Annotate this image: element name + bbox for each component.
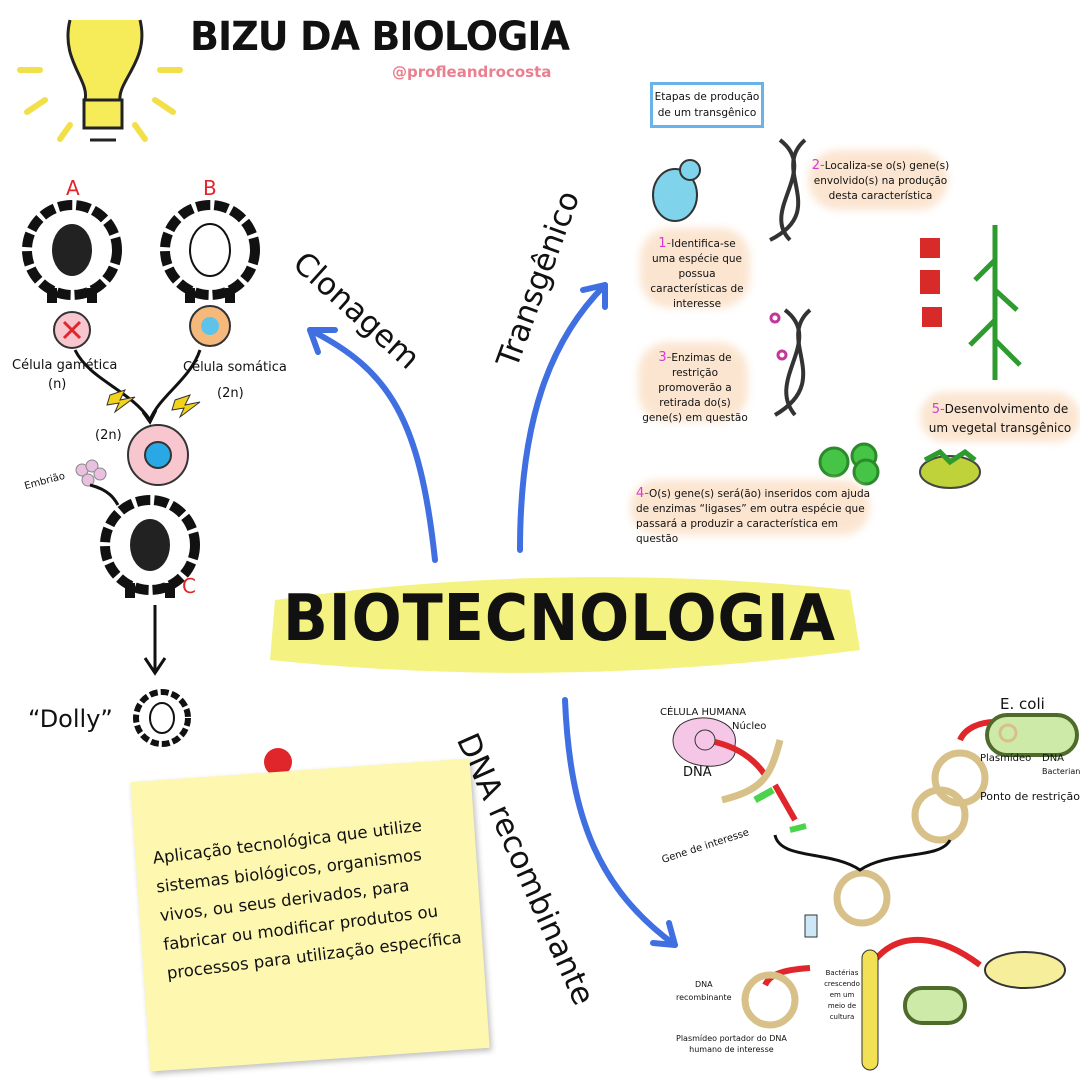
ecoli-zoom [903, 986, 967, 1025]
step-1: 1-Identifica-se uma espécie que possua c… [650, 236, 744, 310]
human-cell [672, 717, 736, 767]
sheep-a [22, 200, 122, 303]
petri-plant-icon [919, 448, 981, 489]
lightbulb-icon [17, 19, 183, 142]
fused-ploidy: (2n) [95, 428, 122, 443]
step-2: 2-Localiza-se o(s) gene(s) envolvido(s) … [811, 158, 950, 202]
ecoli-label: E. coli [1000, 695, 1045, 713]
sheep-b [160, 200, 260, 303]
gametic-cell-label: Célula gamética [12, 358, 118, 373]
label-sheep-a: A [66, 176, 80, 200]
somatic-ploidy: (2n) [217, 386, 244, 401]
sheep-dolly [133, 689, 191, 747]
restriction-label: Ponto de restrição [980, 790, 1080, 803]
steps-title-line1: Etapas de produção [654, 91, 760, 103]
step-3: 3-Enzimas de restrição promoverão a reti… [642, 350, 748, 424]
corn-plant-icon [968, 225, 1022, 380]
dna-icon [769, 138, 812, 417]
label-sheep-b: B [203, 176, 217, 200]
somatic-cell-label: Célula somática [183, 360, 287, 375]
step-4: 4-O(s) gene(s) será(ão) inseridos com aj… [636, 486, 871, 545]
bacteria-growing-label: Bactérias crescendo em um meio de cultur… [824, 969, 860, 1021]
sheep-c [100, 495, 200, 598]
gametic-ploidy: (n) [48, 377, 67, 392]
highlighter [270, 577, 860, 673]
main-title: BIOTECNOLOGIA [283, 582, 837, 656]
culture-tube [861, 949, 879, 1071]
steps-title-box: Etapas de produção de um transgênico [650, 82, 764, 128]
definition-note: Aplicação tecnológica que utilize sistem… [130, 758, 490, 1072]
petri-dish [984, 951, 1066, 989]
ecoli-icon [985, 713, 1079, 757]
bacterial-dna-label: DNABacteriano [1042, 753, 1080, 776]
dna-label: DNA [683, 765, 712, 780]
label-sheep-c: C [182, 574, 196, 598]
nucleus-label: Núcleo [732, 721, 767, 732]
step-5: 5-Desenvolvimento de um vegetal transgên… [928, 402, 1072, 435]
green-cells-icon [818, 442, 880, 486]
branch-arrows [307, 282, 678, 948]
scissors-icon [769, 312, 788, 361]
lightning-icon [106, 389, 201, 419]
warning-icons [920, 238, 942, 327]
beetle-icon [652, 159, 701, 222]
page-title: BIZU DA BIOLOGIA [190, 14, 570, 60]
steps-title-line2: de um transgênico [657, 107, 757, 119]
tube-small [804, 914, 818, 938]
definition-text: Aplicação tecnológica que utilize sistem… [151, 815, 463, 983]
embryo-icon [75, 459, 107, 487]
dolly-label: “Dolly” [28, 705, 113, 733]
plasmid-label: Plasmídeo [980, 753, 1032, 764]
human-cell-label: CÉLULA HUMANA [660, 707, 747, 718]
author-handle: @profleandrocosta [392, 63, 552, 81]
